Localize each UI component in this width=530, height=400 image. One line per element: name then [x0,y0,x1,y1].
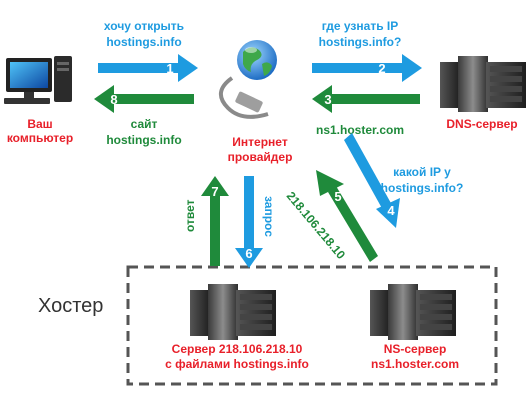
arrow-3-number: 3 [324,92,331,107]
isp-label-line1: Интернет [232,135,288,149]
arrow-8-number: 8 [110,92,117,107]
arrow-1-number: 1 [166,61,173,76]
ns-server-label-line1: NS-сервер [384,342,447,356]
arrow-2-number: 2 [378,61,385,76]
web-server-label-line2: с файлами hostings.info [165,357,309,371]
computer-label-line2: компьютер [7,131,73,145]
dns-label: DNS-сервер [446,117,517,131]
arrow-6-label: запрос [262,196,276,237]
computer-label-line1: Ваш [27,117,52,131]
arrow-1-label-line1: хочу открыть [104,19,184,33]
arrow-5-number: 5 [334,189,341,204]
arrow-4-label-line2: hostings.info? [381,181,464,195]
arrow-2-label-line2: hostings.info? [319,35,402,49]
arrow-1: 1 [98,54,198,82]
arrow-4-label-line1: какой IP у [393,165,451,179]
arrow-4-number: 4 [387,203,395,218]
arrow-7: 7 [201,176,229,266]
arrow-1-label-line2: hostings.info [106,35,181,49]
web-server-label-line1: Сервер 218.106.218.10 [172,342,303,356]
arrow-8-label-line2: hostings.info [106,133,181,147]
arrow-3-label: ns1.hoster.com [316,123,404,137]
arrow-5: 5 [316,170,378,262]
arrow-3: 3 [312,85,420,113]
ns-server-label-line2: ns1.hoster.com [371,357,459,371]
arrow-6-number: 6 [245,246,252,261]
isp-label-line2: провайдер [228,150,293,164]
arrow-4: 4 [344,133,400,228]
hoster-label: Хостер [38,295,103,317]
arrow-8: 8 [94,85,194,113]
arrow-8-label-line1: сайт [131,117,158,131]
arrow-6: 6 [235,176,263,268]
dns-server-icon [440,56,526,112]
desktop-computer-icon [4,56,72,104]
hoster-zone [126,265,498,386]
arrow-2-label-line1: где узнать IP [322,19,399,33]
arrow-2: 2 [312,54,422,82]
ns-server-icon [370,284,456,340]
web-server-icon [190,284,276,340]
arrow-7-label: ответ [183,199,197,232]
arrow-7-number: 7 [211,184,218,199]
globe-network-icon [219,40,277,119]
